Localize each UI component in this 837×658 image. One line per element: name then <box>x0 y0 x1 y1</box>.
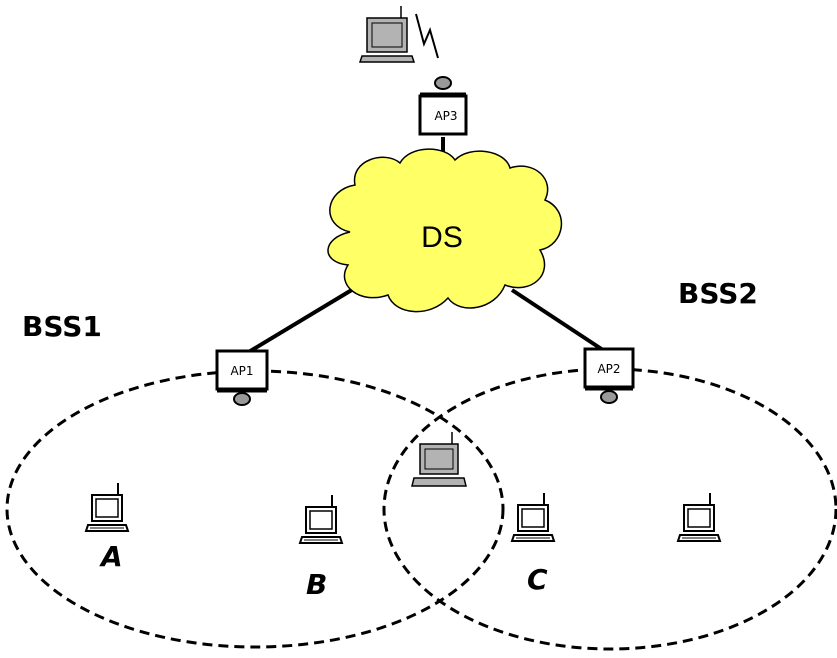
ap2-box <box>583 347 635 389</box>
ap2-label: AP2 <box>597 362 620 376</box>
station-a-label: A <box>99 540 123 573</box>
bss2-ellipse <box>382 367 837 651</box>
bss1-ellipse <box>5 369 505 649</box>
ap3-antenna <box>434 76 452 90</box>
ap3-box <box>418 94 468 136</box>
ds-cloud <box>327 148 562 313</box>
roaming-laptop-middle-icon <box>411 432 467 487</box>
ap2-link <box>510 288 605 352</box>
bss1-label: BSS1 <box>22 310 102 343</box>
station-c-label: C <box>527 563 548 596</box>
roaming-laptop-top-icon <box>358 6 416 63</box>
station-b-laptop-icon <box>299 494 343 544</box>
station-a-laptop-icon <box>85 482 129 532</box>
ap2-antenna <box>600 390 618 404</box>
ap3-label: AP3 <box>434 109 457 123</box>
ap1-antenna <box>233 392 251 406</box>
wireless-signal-icon <box>415 13 439 59</box>
ap1-label: AP1 <box>230 364 253 378</box>
ap1-box <box>215 349 269 391</box>
ap1-link <box>245 286 357 355</box>
bss2-label: BSS2 <box>678 277 758 310</box>
ds-label: DS <box>421 221 463 254</box>
station-d-laptop-icon <box>677 492 721 542</box>
station-b-label: B <box>306 568 327 601</box>
station-c-laptop-icon <box>511 492 555 542</box>
